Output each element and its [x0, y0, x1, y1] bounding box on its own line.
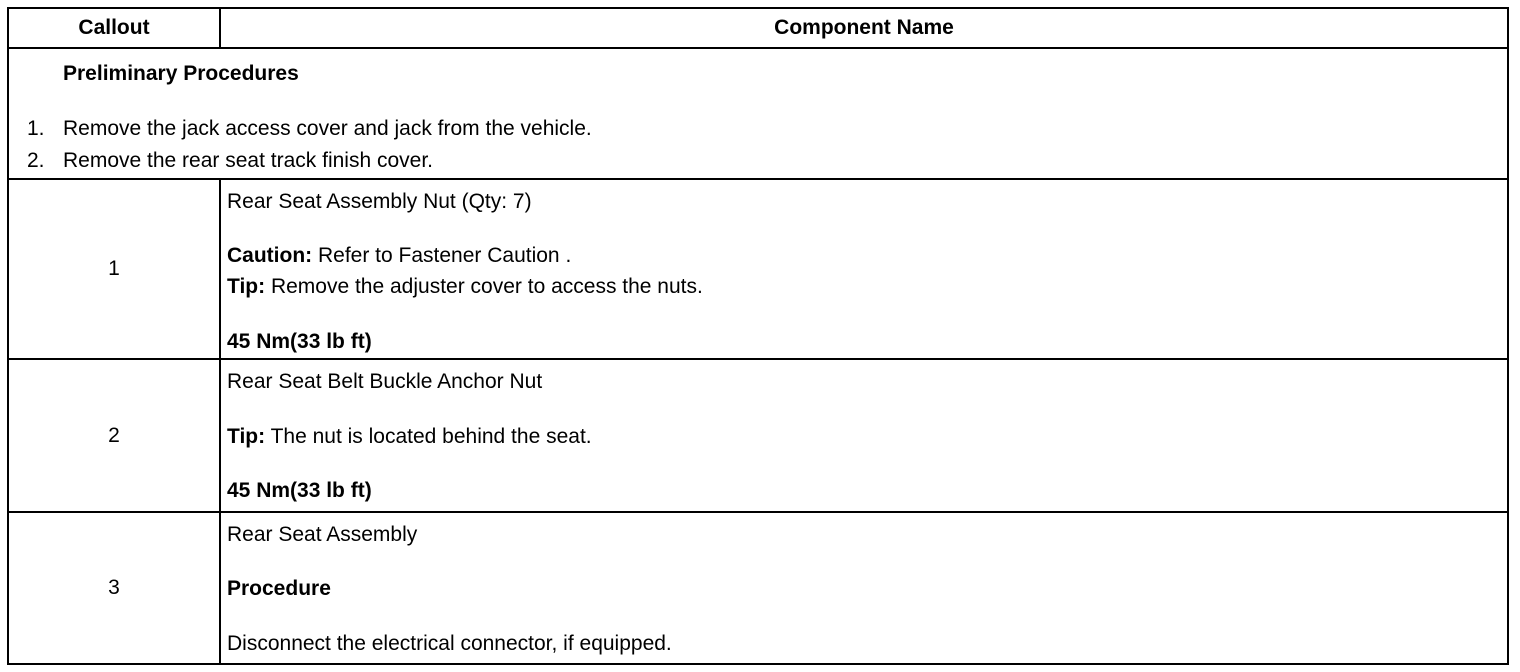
procedure-text: Disconnect the electrical connector, if … [227, 632, 672, 655]
procedure-label: Procedure [227, 577, 331, 600]
step-number: 1. [27, 117, 45, 140]
table-row: 1 Rear Seat Assembly Nut (Qty: 7) Cautio… [7, 178, 1509, 360]
step-text: Remove the rear seat track finish cover. [63, 149, 433, 172]
component-cell: Rear Seat Belt Buckle Anchor Nut Tip: Th… [219, 358, 1509, 513]
tip-label: Tip: [227, 275, 266, 298]
tip-note: Tip: Remove the adjuster cover to access… [227, 275, 703, 299]
step-number: 2. [27, 149, 45, 172]
procedure-table: Callout Component Name Preliminary Proce… [7, 7, 1509, 665]
callout-cell: 3 [7, 511, 221, 665]
preliminary-procedures-cell: Preliminary Procedures 1. Remove the jack… [7, 47, 1509, 180]
tip-note: Tip: The nut is located behind the seat. [227, 425, 592, 449]
callout-cell: 1 [7, 178, 221, 360]
callout-cell: 2 [7, 358, 221, 513]
step-text: Remove the jack access cover and jack fr… [63, 117, 592, 140]
torque-spec: 45 Nm(33 lb ft) [227, 479, 372, 502]
component-cell: Rear Seat Assembly Nut (Qty: 7) Caution:… [219, 178, 1509, 360]
component-name: Rear Seat Belt Buckle Anchor Nut [227, 370, 543, 393]
component-name: Rear Seat Assembly [227, 523, 418, 546]
caution-text: Refer to Fastener Caution . [312, 244, 572, 267]
component-name: Rear Seat Assembly Nut (Qty: 7) [227, 190, 532, 213]
tip-text: Remove the adjuster cover to access the … [265, 275, 703, 298]
preliminary-step: 2. Remove the rear seat track finish cove… [27, 149, 433, 173]
preliminary-procedures-row: Preliminary Procedures 1. Remove the jack… [7, 47, 1509, 180]
component-name-column-header: Component Name [219, 7, 1509, 49]
callout-column-header: Callout [7, 7, 221, 49]
table-row: 3 Rear Seat Assembly Procedure Disconnec… [7, 511, 1509, 665]
tip-label: Tip: [227, 425, 266, 448]
caution-label: Caution: [227, 244, 313, 267]
caution-note: Caution: Refer to Fastener Caution . [227, 244, 571, 268]
table-header-row: Callout Component Name [7, 7, 1509, 49]
table-row: 2 Rear Seat Belt Buckle Anchor Nut Tip: … [7, 358, 1509, 513]
tip-text: The nut is located behind the seat. [265, 425, 592, 448]
component-cell: Rear Seat Assembly Procedure Disconnect … [219, 511, 1509, 665]
torque-spec: 45 Nm(33 lb ft) [227, 330, 372, 353]
preliminary-step: 1. Remove the jack access cover and jack … [27, 117, 592, 141]
preliminary-procedures-title: Preliminary Procedures [63, 62, 299, 85]
